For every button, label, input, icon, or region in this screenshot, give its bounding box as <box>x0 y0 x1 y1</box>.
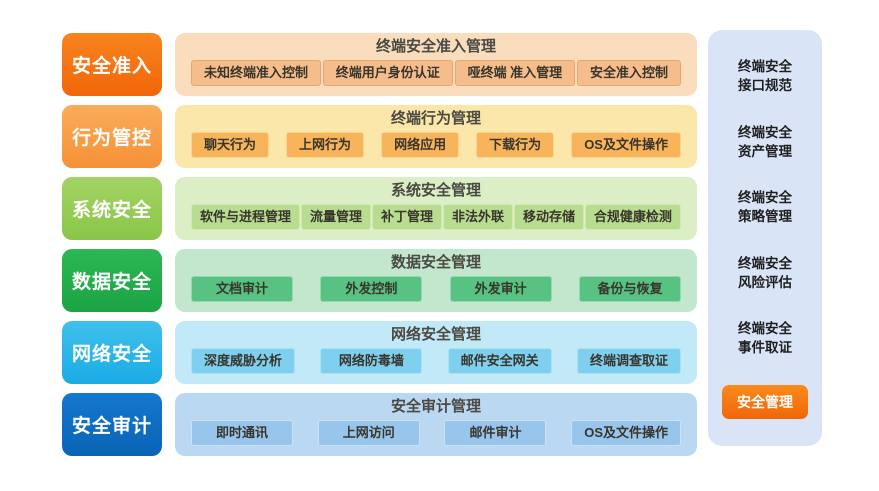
chip: OS及文件操作 <box>571 419 681 446</box>
chip: 哑终端 准入管理 <box>454 59 576 86</box>
chip: 合规健康检测 <box>584 203 681 230</box>
chip: OS及文件操作 <box>571 131 681 158</box>
chip: 即时通讯 <box>191 419 293 446</box>
chip: 上网访问 <box>317 419 420 446</box>
chip: 未知终端准入控制 <box>191 59 322 86</box>
panel-behavior-control: 终端行为管理 聊天行为 上网行为 网络应用 下载行为 OS及文件操作 <box>175 105 697 168</box>
chip: 终端调查取证 <box>576 347 681 374</box>
chip: 邮件审计 <box>444 419 547 446</box>
panel-title: 安全审计管理 <box>390 398 481 415</box>
sidebar-item-risk-assessment: 终端安全 风险评估 <box>738 254 792 292</box>
chip: 补丁管理 <box>371 203 442 230</box>
sidebar-item-asset-management: 终端安全 资产管理 <box>738 123 792 161</box>
chip: 深度威胁分析 <box>191 347 296 374</box>
sidebar-item-interface-spec: 终端安全 接口规范 <box>738 57 792 95</box>
chip-list: 软件与进程管理 流量管理 补丁管理 非法外联 移动存储 合规健康检测 <box>175 200 697 240</box>
row-security-audit: 安全审计 安全审计管理 即时通讯 上网访问 邮件审计 OS及文件操作 <box>62 393 697 456</box>
sidebar-item-policy-management: 终端安全 策略管理 <box>738 188 792 226</box>
panel-system-security: 系统安全管理 软件与进程管理 流量管理 补丁管理 非法外联 移动存储 合规健康检… <box>175 177 697 240</box>
row-behavior-control: 行为管控 终端行为管理 聊天行为 上网行为 网络应用 下载行为 OS及文件操作 <box>62 105 697 168</box>
chip: 移动存储 <box>513 203 584 230</box>
row-data-security: 数据安全 数据安全管理 文档审计 外发控制 外发审计 备份与恢复 <box>62 249 697 312</box>
sidebar-item-line: 终端安全 <box>738 255 792 271</box>
chip: 网络防毒墙 <box>320 347 423 374</box>
row-system-security: 系统安全 系统安全管理 软件与进程管理 流量管理 补丁管理 非法外联 移动存储 … <box>62 177 697 240</box>
panel-title: 终端行为管理 <box>390 110 481 127</box>
chip: 终端用户身份认证 <box>322 59 453 86</box>
chip: 外发审计 <box>449 275 552 302</box>
sidebar-item-incident-forensics: 终端安全 事件取证 <box>738 319 792 357</box>
chip: 邮件安全网关 <box>447 347 552 374</box>
category-label-data-security: 数据安全 <box>62 249 162 312</box>
chip: 备份与恢复 <box>578 275 681 302</box>
panel-title: 网络安全管理 <box>390 326 481 343</box>
chip: 下载行为 <box>476 131 555 158</box>
chip-list: 即时通讯 上网访问 邮件审计 OS及文件操作 <box>175 416 697 456</box>
chip-list: 文档审计 外发控制 外发审计 备份与恢复 <box>175 272 697 312</box>
panel-data-security: 数据安全管理 文档审计 外发控制 外发审计 备份与恢复 <box>175 249 697 312</box>
category-label-security-audit: 安全审计 <box>62 393 162 456</box>
category-label-system-security: 系统安全 <box>62 177 162 240</box>
chip: 上网行为 <box>286 131 365 158</box>
panel-security-access: 终端安全准入管理 未知终端准入控制 终端用户身份认证 哑终端 准入管理 安全准入… <box>175 33 697 96</box>
sidebar-item-line: 终端安全 <box>738 124 792 140</box>
chip: 聊天行为 <box>191 131 270 158</box>
security-management-button: 安全管理 <box>722 384 808 419</box>
panel-security-audit: 安全审计管理 即时通讯 上网访问 邮件审计 OS及文件操作 <box>175 393 697 456</box>
chip: 非法外联 <box>442 203 513 230</box>
chip-list: 深度威胁分析 网络防毒墙 邮件安全网关 终端调查取证 <box>175 344 697 384</box>
sidebar-panel: 终端安全 接口规范 终端安全 资产管理 终端安全 策略管理 终端安全 风险评估 … <box>708 30 822 446</box>
sidebar-item-line: 接口规范 <box>738 78 792 94</box>
sidebar-item-line: 资产管理 <box>738 143 792 159</box>
row-network-security: 网络安全 网络安全管理 深度威胁分析 网络防毒墙 邮件安全网关 终端调查取证 <box>62 321 697 384</box>
sidebar-item-line: 终端安全 <box>738 190 792 206</box>
chip-list: 未知终端准入控制 终端用户身份认证 哑终端 准入管理 安全准入控制 <box>175 56 697 96</box>
chip: 流量管理 <box>300 203 371 230</box>
row-security-access: 安全准入 终端安全准入管理 未知终端准入控制 终端用户身份认证 哑终端 准入管理… <box>62 33 697 96</box>
sidebar-item-line: 终端安全 <box>738 321 792 337</box>
main-rows: 安全准入 终端安全准入管理 未知终端准入控制 终端用户身份认证 哑终端 准入管理… <box>62 33 697 456</box>
category-label-network-security: 网络安全 <box>62 321 162 384</box>
category-label-security-access: 安全准入 <box>62 33 162 96</box>
sidebar-item-line: 事件取证 <box>738 340 792 356</box>
chip: 文档审计 <box>191 275 293 302</box>
panel-title: 数据安全管理 <box>390 254 481 271</box>
sidebar-item-line: 风险评估 <box>738 274 792 290</box>
chip: 外发控制 <box>320 275 423 302</box>
panel-network-security: 网络安全管理 深度威胁分析 网络防毒墙 邮件安全网关 终端调查取证 <box>175 321 697 384</box>
sidebar-item-line: 终端安全 <box>738 59 792 75</box>
panel-title: 系统安全管理 <box>390 182 481 199</box>
category-label-behavior-control: 行为管控 <box>62 105 162 168</box>
chip: 安全准入控制 <box>576 59 681 86</box>
sidebar-item-line: 策略管理 <box>738 209 792 225</box>
panel-title: 终端安全准入管理 <box>375 38 496 55</box>
chip: 网络应用 <box>381 131 460 158</box>
chip: 软件与进程管理 <box>191 203 301 230</box>
chip-list: 聊天行为 上网行为 网络应用 下载行为 OS及文件操作 <box>175 128 697 168</box>
